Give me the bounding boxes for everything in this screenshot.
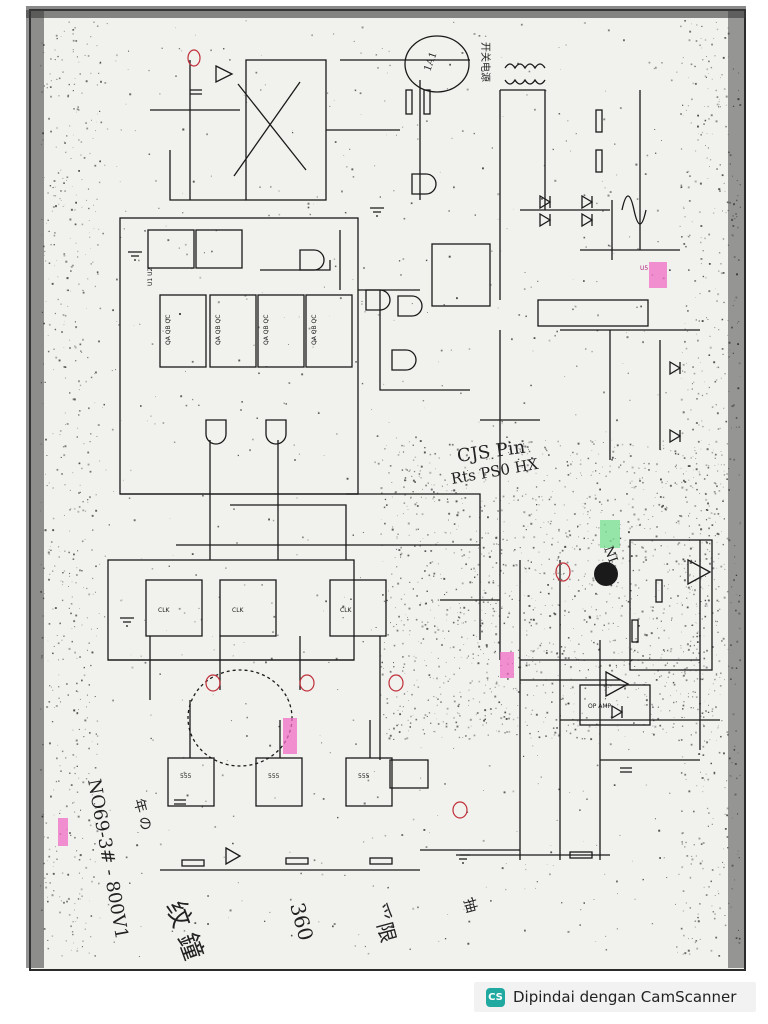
scan-noise (40, 20, 742, 957)
pink-highlight-mid (500, 652, 514, 678)
svg-text:QA QB QC: QA QB QC (215, 315, 222, 345)
red-pen-marks (187, 49, 571, 819)
svg-text:U5: U5 (640, 265, 648, 272)
svg-text:CLK: CLK (232, 607, 245, 614)
pink-highlight-left (58, 818, 68, 846)
circuit-wires (107, 35, 720, 871)
svg-text:555: 555 (358, 773, 370, 780)
camscanner-logo-icon: CS (486, 987, 505, 1007)
paper-sheet (29, 9, 746, 971)
svg-text:QA QB QC: QA QB QC (311, 315, 318, 345)
component-labels: U1 U2 QA QB QC QA QB QC QA QB QC QA QB Q… (147, 265, 648, 780)
svg-text:QA QB QC: QA QB QC (165, 315, 172, 345)
pink-highlight-bottom (283, 718, 297, 754)
svg-text:555: 555 (268, 773, 280, 780)
note-nl: NL (600, 544, 621, 568)
svg-text:555: 555 (180, 773, 192, 780)
green-highlight (600, 520, 620, 548)
svg-text:CLK: CLK (158, 607, 171, 614)
camscanner-watermark: CS Dipindai dengan CamScanner (474, 982, 756, 1012)
frame-left-edge (26, 10, 44, 968)
note-bottom-4: 抽 (460, 897, 479, 915)
svg-text:OP AMP: OP AMP (588, 703, 612, 710)
frame-top-edge (26, 6, 746, 18)
svg-text:QA QB QC: QA QB QC (263, 315, 270, 345)
pink-highlight-top (649, 262, 667, 288)
note-top-right: 开关电源 (479, 42, 492, 82)
camscanner-label: Dipindai dengan CamScanner (513, 988, 737, 1006)
svg-text:U1 U2: U1 U2 (147, 267, 154, 286)
black-blob (594, 562, 618, 586)
frame-right-edge (728, 10, 744, 968)
svg-text:CLK: CLK (340, 607, 353, 614)
